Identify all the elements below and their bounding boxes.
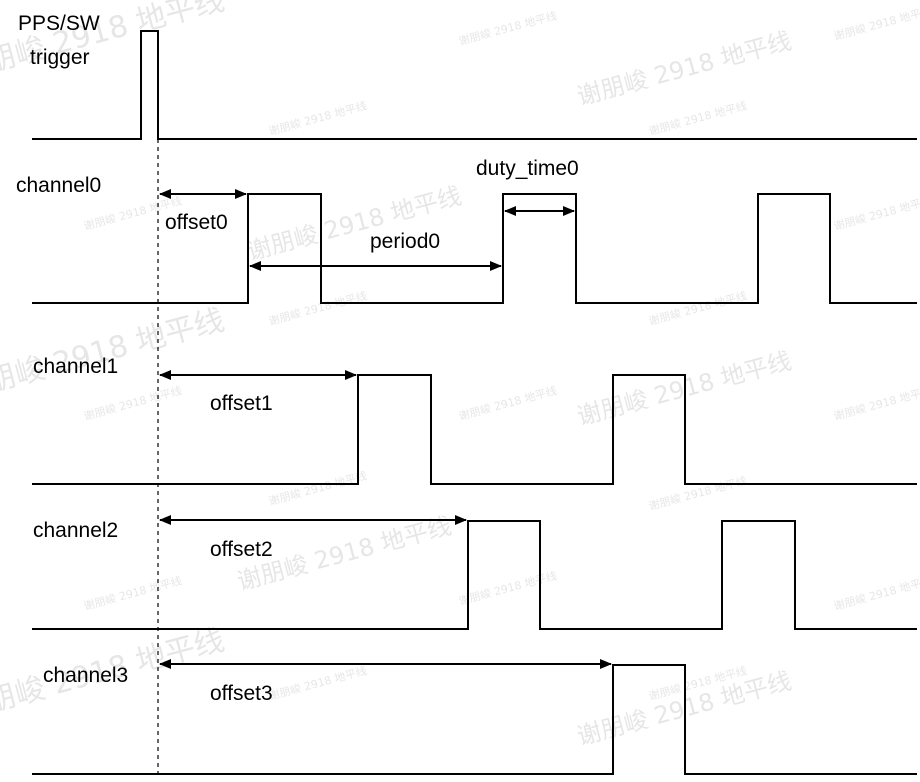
channel1-label: channel1	[33, 355, 118, 378]
watermark-text: 谢朋峻 2918 地平线	[647, 98, 748, 138]
channel3-label: channel3	[43, 664, 128, 687]
period0-label: period0	[370, 230, 440, 253]
offset3-label: offset3	[210, 682, 273, 705]
watermark-text: 谢朋峻 2918 地平线	[267, 468, 368, 508]
watermark-text: 谢朋峻 2918 地平线	[574, 27, 794, 111]
watermark-layer: 谢朋峻 2918 地平线 谢朋峻 2918 地平线 谢朋峻 2918 地平线 谢…	[0, 0, 920, 751]
channel2-waveform	[32, 520, 917, 630]
watermark-text: 谢朋峻 2918 地平线	[457, 383, 558, 423]
watermark-text: 谢朋峻 2918 地平线	[832, 193, 920, 233]
watermark-text: 谢朋峻 2918 地平线	[267, 98, 368, 138]
watermark-text: 谢朋峻 2918 地平线	[457, 568, 558, 608]
trigger-label-line2: trigger	[30, 46, 90, 69]
watermark-text: 谢朋峻 2918 地平线	[832, 383, 920, 423]
trigger-label-line1: PPS/SW	[18, 12, 100, 35]
channel0-waveform	[32, 193, 917, 304]
offset0-label: offset0	[165, 211, 228, 234]
watermark-text: 谢朋峻 2918 地平线	[82, 383, 183, 423]
channel0-label: channel0	[16, 174, 101, 197]
channel1-waveform	[32, 374, 917, 485]
watermark-text: 谢朋峻 2918 地平线	[457, 8, 558, 48]
trigger-waveform	[32, 30, 917, 140]
watermark-text: 谢朋峻 2918 地平线	[267, 288, 368, 328]
channel3-waveform	[32, 664, 917, 775]
watermark-text: 谢朋峻 2918 地平线	[832, 3, 920, 43]
watermark-text: 谢朋峻 2918 地平线	[647, 288, 748, 328]
watermark-text: 谢朋峻 2918 地平线	[267, 663, 368, 703]
watermark-text: 谢朋峻 2918 地平线	[832, 573, 920, 613]
watermark-text: 谢朋峻 2918 地平线	[647, 473, 748, 513]
offset2-label: offset2	[210, 538, 273, 561]
channel2-label: channel2	[33, 519, 118, 542]
duty-time0-label: duty_time0	[476, 157, 579, 180]
offset1-label: offset1	[210, 392, 273, 415]
watermark-text: 谢朋峻 2918 地平线	[82, 573, 183, 613]
